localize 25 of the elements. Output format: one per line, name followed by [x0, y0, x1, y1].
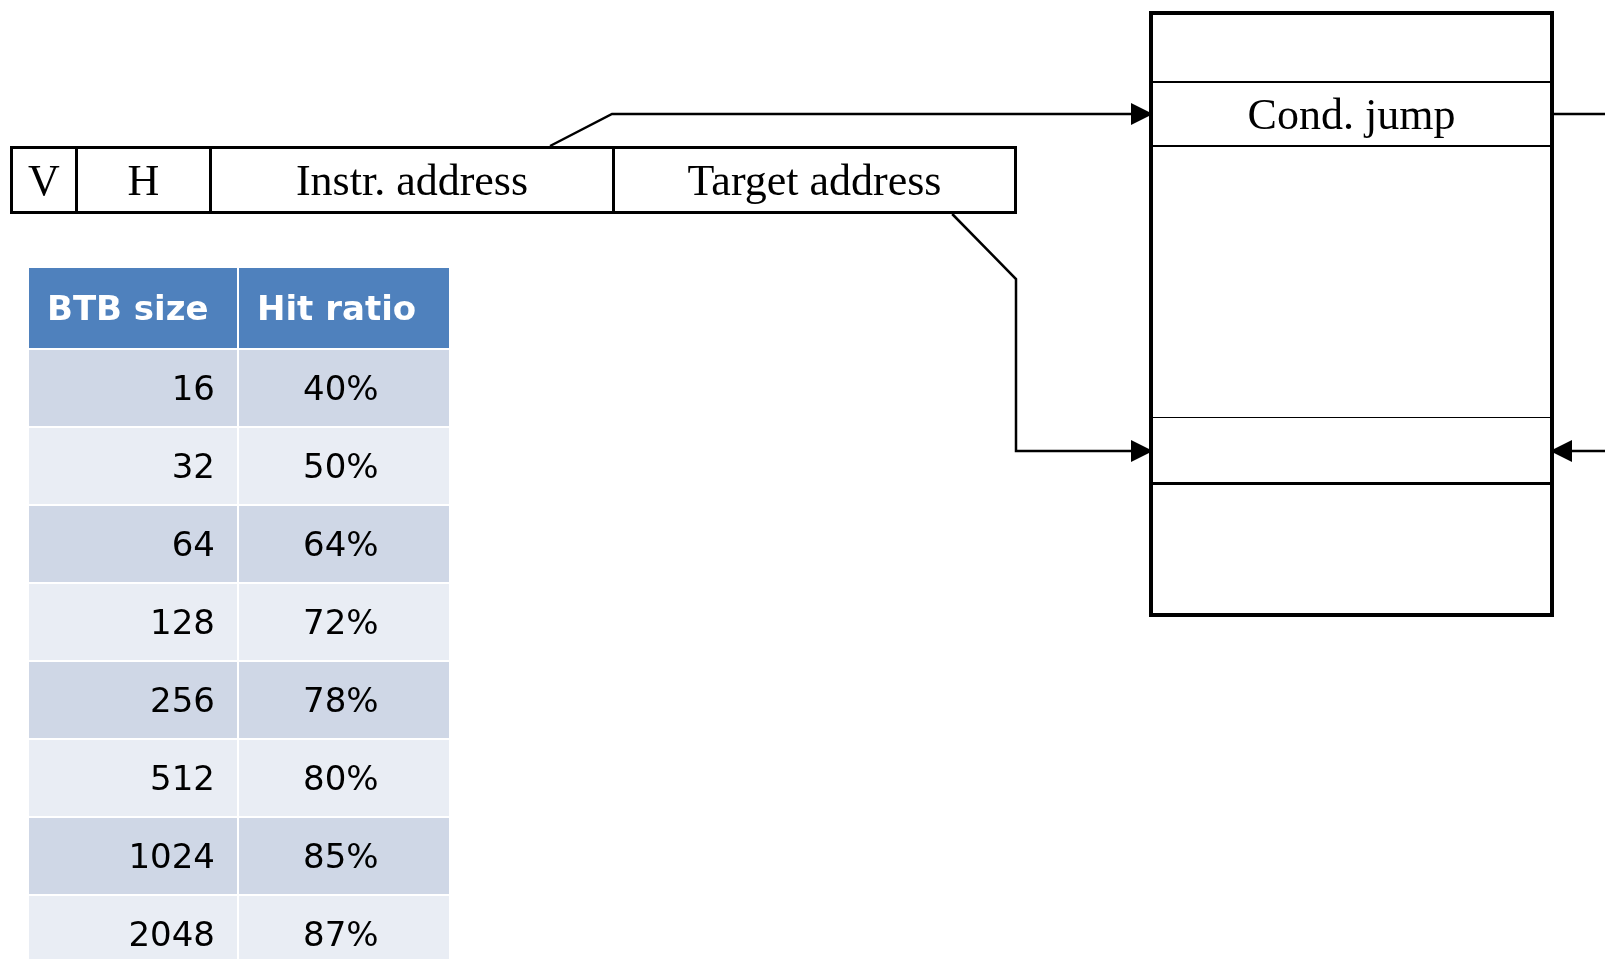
- header-cell: Hit ratio: [239, 268, 449, 348]
- table-cell: 2048: [29, 896, 237, 959]
- table-cell: 256: [29, 662, 237, 738]
- table-cell: 32: [29, 428, 237, 504]
- table-cell: 1024: [29, 818, 237, 894]
- table-cell: 16: [29, 350, 237, 426]
- table-cell: 128: [29, 584, 237, 660]
- table-cell: 87%: [239, 896, 449, 959]
- table-cell: 40%: [239, 350, 449, 426]
- field-box: H: [75, 146, 212, 214]
- field-box: Target address: [612, 146, 1017, 214]
- field-box: Instr. address: [209, 146, 615, 214]
- table-cell: 64%: [239, 506, 449, 582]
- table-cell: 64: [29, 506, 237, 582]
- table-cell: 50%: [239, 428, 449, 504]
- table-cell: 512: [29, 740, 237, 816]
- header-cell: BTB size: [29, 268, 237, 348]
- memory-slot: Cond. jump: [1153, 81, 1550, 147]
- field-box: V: [10, 146, 78, 214]
- table-cell: 85%: [239, 818, 449, 894]
- memory-slot: [1153, 417, 1550, 485]
- table-cell: 78%: [239, 662, 449, 738]
- table-cell: 72%: [239, 584, 449, 660]
- table-cell: 80%: [239, 740, 449, 816]
- memory-column: [1149, 11, 1554, 617]
